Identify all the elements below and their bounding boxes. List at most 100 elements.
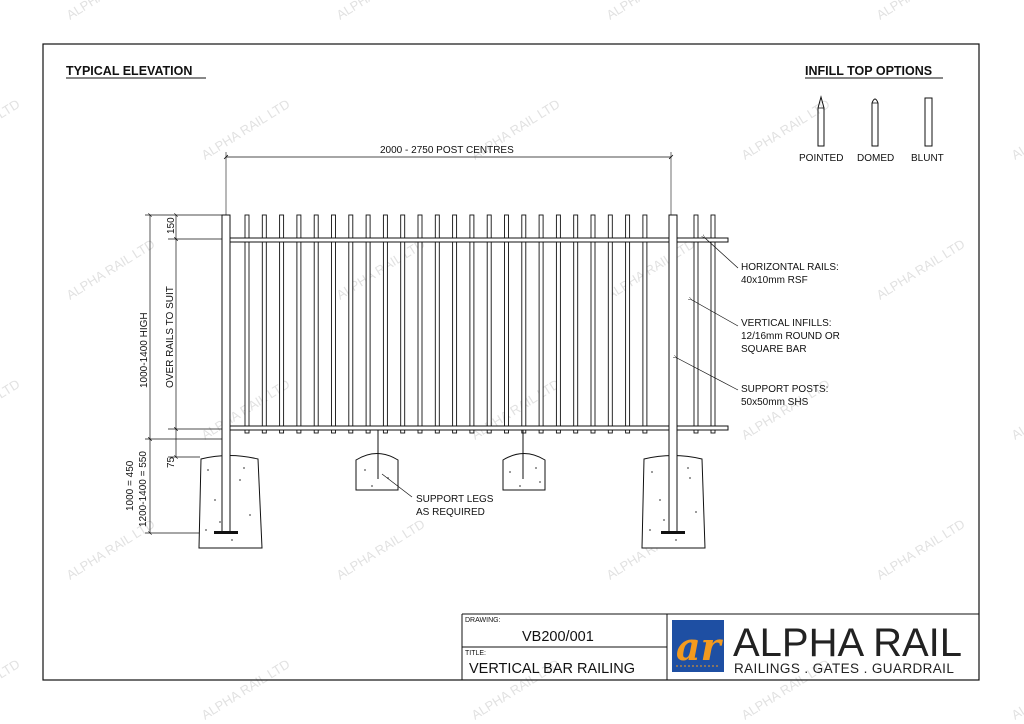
aggregate-dot bbox=[243, 467, 245, 469]
dimension-bottom-gap: 75 bbox=[166, 456, 177, 468]
infill-bar bbox=[607, 214, 613, 434]
aggregate-dot bbox=[675, 539, 677, 541]
aggregate-dot bbox=[649, 529, 651, 531]
infill-bar bbox=[400, 214, 406, 434]
infill-option-blunt bbox=[924, 97, 933, 147]
watermark-text: ALPHA RAIL LTD bbox=[64, 0, 158, 23]
watermark-text: ALPHA RAIL LTD bbox=[1009, 656, 1024, 722]
infill-bar bbox=[710, 214, 716, 434]
callout-horizontal-rails: 40x10mm RSF bbox=[741, 275, 808, 286]
watermark-text: ALPHA RAIL LTD bbox=[874, 0, 968, 23]
infill-bar bbox=[348, 214, 354, 434]
dimension-footing-1: 1000 = 450 bbox=[125, 460, 136, 511]
concrete-aggregate bbox=[205, 467, 697, 541]
watermark-text: ALPHA RAIL LTD bbox=[874, 516, 968, 582]
title-label: TITLE: bbox=[465, 650, 486, 657]
leader-lines bbox=[381, 238, 739, 498]
dimension-footing-2: 1200-1400 = 550 bbox=[138, 451, 149, 527]
watermark-text: ALPHA RAIL LTD bbox=[1009, 376, 1024, 442]
watermark-text: ALPHA RAIL LTD bbox=[1009, 96, 1024, 162]
aggregate-dot bbox=[219, 521, 221, 523]
infill-bar bbox=[331, 214, 336, 434]
title-block bbox=[461, 613, 979, 680]
infill-bar bbox=[365, 214, 371, 434]
callout-horizontal-rails: HORIZONTAL RAILS: bbox=[741, 262, 839, 273]
support-leg bbox=[367, 429, 524, 479]
support-post-right bbox=[661, 214, 685, 534]
infill-bar bbox=[469, 214, 475, 434]
watermark-text: ALPHA RAIL LTD bbox=[604, 236, 698, 302]
drawing-number: VB200/001 bbox=[522, 629, 594, 645]
infill-bar bbox=[573, 214, 579, 434]
drawing-border bbox=[42, 43, 980, 681]
aggregate-dot bbox=[689, 477, 691, 479]
watermark-text: ALPHA RAIL LTD bbox=[199, 656, 293, 722]
aggregate-dot bbox=[663, 519, 665, 521]
aggregate-dot bbox=[659, 499, 661, 501]
aggregate-dot bbox=[205, 529, 207, 531]
aggregate-dot bbox=[535, 467, 537, 469]
aggregate-dot bbox=[651, 471, 653, 473]
logo-monogram: ar bbox=[676, 624, 724, 669]
watermark-text: ALPHA RAIL LTD bbox=[0, 96, 22, 162]
watermark-text: ALPHA RAIL LTD bbox=[334, 0, 428, 23]
callout-support-posts: 50x50mm SHS bbox=[741, 397, 809, 408]
infill-bar bbox=[261, 214, 267, 434]
aggregate-dot bbox=[687, 467, 689, 469]
watermark-text: ALPHA RAIL LTD bbox=[604, 0, 698, 23]
watermark-text: ALPHA RAIL LTD bbox=[334, 516, 428, 582]
aggregate-dot bbox=[364, 469, 366, 471]
watermark-text: ALPHA RAIL LTD bbox=[64, 236, 158, 302]
concrete-footing-leg bbox=[355, 453, 399, 491]
infill-bar bbox=[625, 214, 631, 434]
callout-support-posts: SUPPORT POSTS: bbox=[741, 384, 828, 395]
infill-bar bbox=[693, 214, 699, 434]
aggregate-dot bbox=[214, 499, 216, 501]
brand-tagline: RAILINGS . GATES . GUARDRAIL bbox=[734, 661, 954, 676]
infill-option-pointed bbox=[817, 95, 825, 147]
heading-typical-elevation: TYPICAL ELEVATION bbox=[66, 64, 192, 78]
watermark-text: ALPHA RAIL LTD bbox=[0, 656, 22, 722]
infill-bar bbox=[538, 214, 544, 434]
aggregate-dot bbox=[371, 485, 373, 487]
infill-bar bbox=[452, 214, 458, 434]
aggregate-dot bbox=[509, 471, 511, 473]
callout-support-legs: SUPPORT LEGS bbox=[416, 494, 494, 505]
callout-support-legs: AS REQUIRED bbox=[416, 507, 485, 518]
aggregate-dot bbox=[695, 511, 697, 513]
heading-infill-top-options: INFILL TOP OPTIONS bbox=[805, 64, 932, 78]
infill-bar bbox=[555, 214, 561, 434]
infill-bar bbox=[486, 214, 492, 434]
aggregate-dot bbox=[519, 485, 521, 487]
aggregate-dot bbox=[207, 469, 209, 471]
infill-option-domed bbox=[871, 98, 879, 147]
infill-bar bbox=[417, 214, 423, 434]
aggregate-dot bbox=[249, 514, 251, 516]
callout-vertical-infills: VERTICAL INFILLS: bbox=[741, 318, 832, 329]
infill-bar bbox=[382, 214, 388, 434]
infill-bar bbox=[279, 214, 285, 434]
concrete-footing-leg bbox=[502, 453, 546, 491]
dimension-height-sub: OVER RAILS TO SUIT bbox=[165, 286, 176, 388]
drawing-number-label: DRAWING: bbox=[465, 617, 501, 624]
aggregate-dot bbox=[231, 539, 233, 541]
watermark-text: ALPHA RAIL LTD bbox=[0, 376, 22, 442]
infill-bar bbox=[590, 214, 596, 434]
aggregate-dot bbox=[239, 479, 241, 481]
vertical-infills bbox=[244, 214, 716, 434]
infill-option-label: DOMED bbox=[857, 153, 894, 164]
watermark-text: ALPHA RAIL LTD bbox=[874, 236, 968, 302]
callout-vertical-infills: 12/16mm ROUND OR bbox=[741, 331, 840, 342]
infill-bar bbox=[244, 214, 250, 434]
brand-name: ALPHA RAIL bbox=[733, 621, 962, 665]
watermark-text: ALPHA RAIL LTD bbox=[334, 236, 428, 302]
drawing-title: VERTICAL BAR RAILING bbox=[469, 661, 635, 677]
infill-bar bbox=[521, 214, 527, 434]
dimension-height-main: 1000-1400 HIGH bbox=[139, 312, 150, 388]
infill-bar bbox=[296, 214, 302, 434]
infill-bar bbox=[504, 214, 509, 434]
infill-option-label: BLUNT bbox=[911, 153, 944, 164]
dimension-top-gap: 150 bbox=[166, 217, 177, 234]
watermark-text: ALPHA RAIL LTD bbox=[199, 96, 293, 162]
